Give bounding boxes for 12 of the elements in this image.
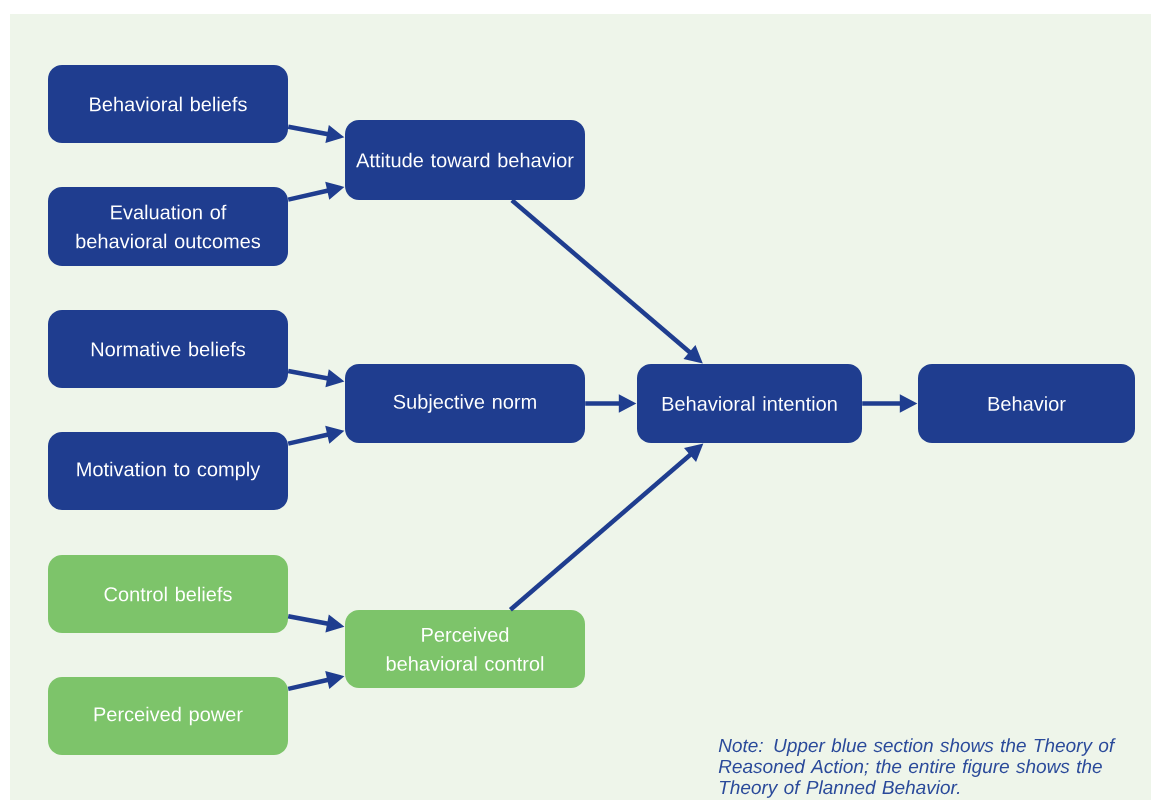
process-box: Motivation to comply bbox=[48, 432, 288, 510]
process-box: Subjective norm bbox=[345, 364, 585, 443]
process-box: Attitude toward behavior bbox=[345, 120, 585, 200]
process-box: Behavioral beliefs bbox=[48, 65, 288, 143]
process-box: Behavior bbox=[918, 364, 1135, 443]
process-box: Perceived power bbox=[48, 677, 288, 755]
process-box: Control beliefs bbox=[48, 555, 288, 633]
process-box: Evaluation of behavioral outcomes bbox=[48, 187, 288, 266]
note: Note: Upper blue section shows the Theory of Reasoned Action; the entire figure shows the Theory of Planned Behavior. bbox=[718, 738, 1116, 798]
process-box: Behavioral intention bbox=[637, 364, 862, 443]
process-box: Normative beliefs bbox=[48, 310, 288, 388]
process-box: Perceived behavioral control bbox=[345, 610, 585, 688]
